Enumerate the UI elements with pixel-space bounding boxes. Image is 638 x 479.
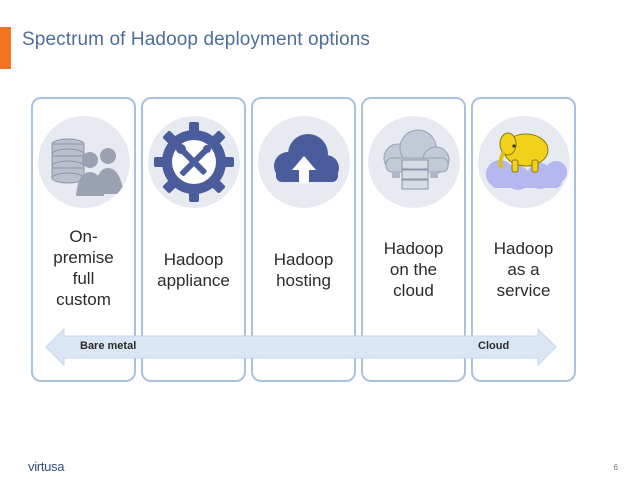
cloud-server-icon <box>367 116 460 208</box>
servers-people-icon <box>37 116 130 208</box>
card-label: Hadoop as a service <box>493 239 554 300</box>
hadoop-elephant-cloud-icon <box>477 116 570 208</box>
cloud-upload-icon <box>257 116 350 208</box>
spectrum-left-label: Bare metal <box>80 340 137 352</box>
card-hosting: Hadoop hosting <box>251 97 356 382</box>
spectrum-arrow <box>45 327 557 367</box>
card-label: Hadoop hosting <box>273 250 334 290</box>
spectrum-right-label: Cloud <box>478 340 510 352</box>
card-cloud: Hadoop on the cloud <box>361 97 466 382</box>
card-appliance: Hadoop appliance <box>141 97 246 382</box>
card-service: Hadoop as a service <box>471 97 576 382</box>
card-label: Hadoop appliance <box>157 250 230 290</box>
gear-tools-icon <box>147 116 240 208</box>
card-label: On- premise full custom <box>53 227 114 309</box>
accent-bar <box>0 27 11 69</box>
virtusa-logo: virtusa <box>28 459 65 474</box>
slide-title: Spectrum of Hadoop deployment options <box>22 29 371 50</box>
page-number: 6 <box>613 463 618 472</box>
card-on-premise: On- premise full custom <box>31 97 136 382</box>
card-label: Hadoop on the cloud <box>383 239 444 300</box>
